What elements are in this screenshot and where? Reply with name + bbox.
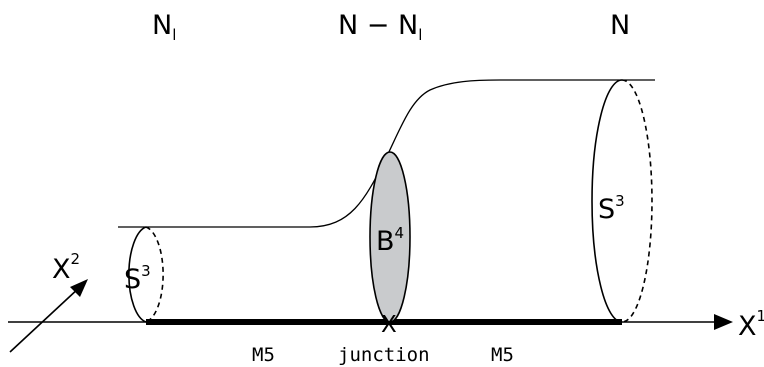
- right-s3-label: S3: [598, 192, 625, 225]
- left-s3-label: S3: [124, 262, 151, 295]
- right-s3-back: [621, 79, 653, 323]
- left-s3-back: [145, 226, 164, 323]
- x2-arrowhead: [70, 279, 88, 297]
- junction-mark: X: [381, 312, 397, 338]
- b4-label: B4: [376, 224, 404, 257]
- left-s3-front: [128, 226, 147, 323]
- m5-left-label: M5: [252, 344, 275, 366]
- x1-arrowhead: [714, 314, 733, 330]
- x2-label: X2: [52, 250, 80, 285]
- throat-profile-curve: [118, 79, 655, 228]
- junction-label: junction: [338, 344, 430, 366]
- right-s3-front: [591, 79, 623, 323]
- x1-label: X1: [738, 307, 764, 342]
- b4-ball: [369, 151, 411, 323]
- label-n-l: Nl: [152, 10, 176, 44]
- label-n-minus-n-l: N − Nl: [338, 10, 422, 44]
- x2-axis-line: [9, 286, 81, 353]
- label-n: N: [610, 10, 630, 41]
- m5-right-label: M5: [491, 344, 514, 366]
